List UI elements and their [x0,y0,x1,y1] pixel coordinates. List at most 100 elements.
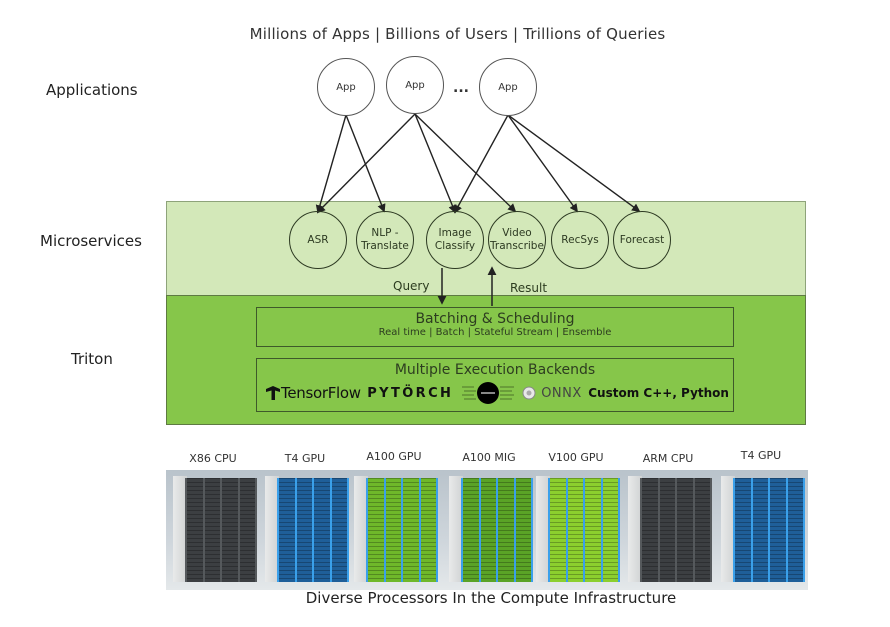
rack-column [659,478,675,582]
microservice-label: Video Transcribe [490,227,544,252]
rack-column [279,478,295,582]
execution-backends-box: Multiple Execution Backends TensorFlow P… [256,358,734,412]
footer-caption: Diverse Processors In the Compute Infras… [305,589,677,607]
tensorrt-logo-icon [461,382,514,404]
rack-column [187,478,203,582]
query-label: Query [393,279,430,293]
rack-column [314,478,330,582]
server-rack [173,476,259,584]
rack-column [735,478,751,582]
app-to-microservice-arrow [414,113,457,214]
rack-face [640,478,712,582]
backends-title: Multiple Execution Backends [394,362,596,378]
rack-column [368,478,384,582]
layer-label-triton: Triton [71,350,113,368]
microservice-recsys: RecSys [551,211,609,269]
rack-face [548,478,620,582]
layer-label-microservices: Microservices [40,232,142,250]
rack-side [354,476,368,582]
rack-column [515,478,531,582]
microservice-asr: ASR [289,211,347,269]
rack-side [628,476,642,582]
backend-tensorflow: TensorFlow [265,384,361,402]
rack-face [461,478,533,582]
processor-racks [166,470,808,590]
app-label: App [336,81,356,93]
rack-side [265,476,279,582]
processor-label: A100 MIG [462,451,516,464]
processor-label: T4 GPU [740,449,782,462]
backend-tensorrt [460,381,516,405]
backend-onnx: ONNX [522,386,582,401]
microservice-image-classify: Image Classify [426,211,484,269]
rack-column [498,478,514,582]
rack-column [585,478,601,582]
microservices-layer [166,201,806,296]
result-label: Result [510,281,548,295]
backends-row: TensorFlow PYTÖRCH ONNX Custom C++, Pyth… [265,381,729,405]
microservice-label: Forecast [619,233,665,246]
rack-side [536,476,550,582]
processor-label: T4 GPU [284,452,326,465]
batching-modes: Real time | Batch | Stateful Stream | En… [378,327,612,338]
rack-column [480,478,496,582]
backend-pytorch: PYTÖRCH [367,386,453,401]
rack-column [463,478,479,582]
app-node: App [479,58,537,116]
layer-label-applications: Applications [46,81,138,99]
app-to-microservice-arrow [454,114,509,214]
tensorflow-logo-icon [266,386,280,400]
app-node: App [386,56,444,114]
rack-face [733,478,805,582]
backend-label: TensorFlow [281,384,361,402]
app-to-microservice-arrow [345,114,386,213]
rack-column [296,478,312,582]
processor-label: ARM CPU [642,452,694,465]
app-to-microservice-arrow [316,113,416,214]
headline: Millions of Apps | Billions of Users | T… [249,25,666,43]
rack-column [222,478,238,582]
microservice-label: ASR [307,233,329,246]
rack-column [567,478,583,582]
rack-column [331,478,347,582]
rack-column [550,478,566,582]
microservice-label: NLP - Translate [361,227,409,252]
server-rack [536,476,622,584]
rack-column [403,478,419,582]
rack-column [677,478,693,582]
processor-label: A100 GPU [366,450,422,463]
backend-label: ONNX [541,385,582,401]
app-node: App [317,58,375,116]
microservice-forecast: Forecast [613,211,671,269]
batching-title: Batching & Scheduling [415,311,575,327]
app-to-microservice-arrow [507,114,578,213]
server-rack [449,476,535,584]
app-label: App [498,81,518,93]
server-rack [265,476,351,584]
rack-face [277,478,349,582]
rack-column [420,478,436,582]
microservice-label: Image Classify [434,227,476,252]
processor-label: V100 GPU [548,451,604,464]
rack-side [173,476,187,582]
rack-column [770,478,786,582]
batching-scheduling-box: Batching & Scheduling Real time | Batch … [256,307,734,347]
rack-column [385,478,401,582]
rack-column [752,478,768,582]
rack-face [366,478,438,582]
rack-side [721,476,735,582]
pytorch-logo-icon: PYTÖRCH [367,385,454,401]
microservice-nlp-translate: NLP - Translate [356,211,414,269]
rack-side [449,476,463,582]
rack-column [602,478,618,582]
app-to-microservice-arrow [507,114,641,212]
app-to-microservice-arrow [315,114,347,214]
backend-custom: Custom C++, Python [588,386,729,400]
rack-column [204,478,220,582]
rack-column [642,478,658,582]
onnx-logo-icon [522,386,536,400]
app-to-microservice-arrow [414,113,517,213]
rack-column [239,478,255,582]
server-rack [628,476,714,584]
